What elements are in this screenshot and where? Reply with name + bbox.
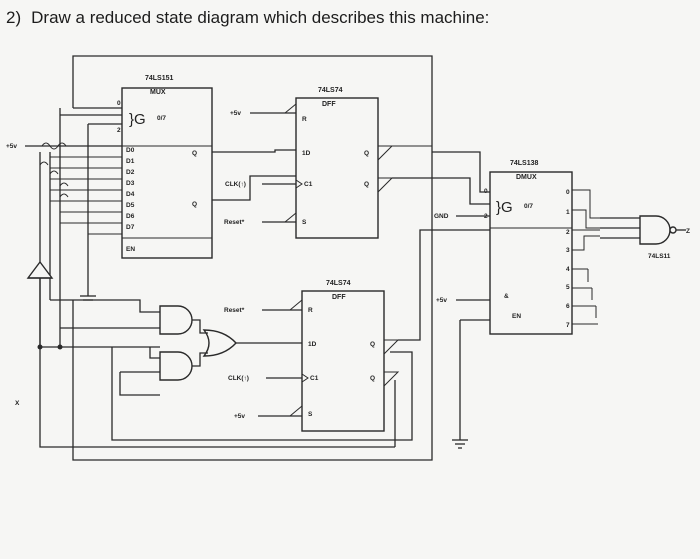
dff-top-inputs: +5v CLK(↑) Reset* <box>212 103 297 226</box>
mux-input-d1: D1 <box>126 158 135 165</box>
dmux-gnd-label: GND <box>434 213 449 220</box>
question-text: Draw a reduced state diagram which descr… <box>31 8 490 27</box>
mux-body <box>121 87 213 259</box>
dmux-vcc-label: +5v <box>436 297 447 304</box>
dff-top-q-bar: Q <box>364 181 369 188</box>
mux-ground <box>80 236 96 301</box>
dmux-g-symbol: }G <box>496 199 513 216</box>
dff-bottom-inputs: Reset* CLK(↑) +5v <box>224 299 303 420</box>
or-gate <box>202 329 237 357</box>
mux-part-label: 74LS151 <box>145 75 174 82</box>
dff-bot-clk-pin: C1 <box>310 375 319 382</box>
mux-input-d2: D2 <box>126 169 135 176</box>
dff-top-q: Q <box>364 150 369 157</box>
dff-bot-body <box>301 290 385 432</box>
dff-top-clk-pin: C1 <box>304 181 313 188</box>
dff-bot-reset-label: Reset* <box>224 307 245 314</box>
mux-input-d7: D7 <box>126 224 135 231</box>
mux-input-d0: D0 <box>126 147 135 154</box>
dff-top-reset-label: Reset* <box>224 219 245 226</box>
dmux-out-0: 0 <box>566 189 570 196</box>
mux-input-d5: D5 <box>126 202 135 209</box>
dmux-out-7: 7 <box>566 322 570 329</box>
output-z: Z <box>686 228 690 235</box>
rail-plus5v-label: +5v <box>6 143 17 150</box>
nand-74ls11: Z 74LS11 <box>600 215 690 260</box>
mux-input-d3: D3 <box>126 180 135 187</box>
mux-g-fraction: 0/7 <box>157 115 166 122</box>
dff-top-d-pin: 1D <box>302 150 311 157</box>
dmux-out-2: 2 <box>566 229 570 236</box>
dff-bot-vcc: +5v <box>234 413 245 420</box>
logic-gates <box>50 299 237 396</box>
dmux-name: DMUX <box>516 174 537 181</box>
question-number: 2) <box>6 8 22 27</box>
dff-bot-q-bar: Q <box>370 375 375 382</box>
dff-bot-q: Q <box>370 341 375 348</box>
dff-bot-name: DFF <box>332 294 346 301</box>
dff-top-name: DFF <box>322 101 336 108</box>
mux-input-d6: D6 <box>126 213 135 220</box>
mux-q-wire <box>212 149 296 153</box>
mux-g-symbol: }G <box>129 111 146 128</box>
dmux-out-1: 1 <box>566 209 570 216</box>
dff-top-clk-label: CLK(↑) <box>225 181 246 188</box>
dmux-out-3: 3 <box>566 247 570 254</box>
dff-top-body <box>295 97 379 239</box>
mux-select-wires <box>60 107 122 125</box>
question-heading: 2) Draw a reduced state diagram which des… <box>6 8 489 28</box>
input-triangle: X <box>15 260 160 407</box>
dff-top-set-pin: S <box>302 219 307 226</box>
dmux-out-6: 6 <box>566 303 570 310</box>
mux-select-0: 0 <box>117 100 121 107</box>
dmux-part: 74LS138 <box>510 160 539 167</box>
dff-top-vcc: +5v <box>230 110 241 117</box>
dff-bottom-74ls74: 74LS74 DFF R 1D C1 S Q Q <box>301 280 400 432</box>
mux-output-q-bar: Q <box>192 201 197 208</box>
and-gate-top <box>159 305 193 335</box>
dff-bot-reset-pin: R <box>308 307 313 314</box>
dff-top-74ls74: 74LS74 DFF R 1D C1 S Q Q <box>295 87 432 239</box>
dmux-out-5: 5 <box>566 284 570 291</box>
mux-output-q: Q <box>192 150 197 157</box>
dff-bot-clk-label: CLK(↑) <box>228 375 249 382</box>
mux-name-label: MUX <box>150 89 166 96</box>
dmux-74ls138: 74LS138 DMUX 0 2 }G 0/7 & EN 0 1 2 3 4 5… <box>484 160 573 335</box>
dff-top-part: 74LS74 <box>318 87 343 94</box>
mux-enable: EN <box>126 246 135 253</box>
dmux-enable: EN <box>512 313 521 320</box>
dmux-amp: & <box>504 293 509 300</box>
output-bubble <box>669 226 677 234</box>
dff-bot-part: 74LS74 <box>326 280 351 287</box>
mux-input-rail: +5v <box>6 108 122 347</box>
dff-top-reset-pin: R <box>302 116 307 123</box>
and-gate-bottom <box>159 351 193 381</box>
dmux-wiring: GND +5v <box>392 151 600 449</box>
dmux-body <box>489 171 573 335</box>
dmux-out-4: 4 <box>566 266 570 273</box>
dff-bot-set-pin: S <box>308 411 313 418</box>
dmux-g-fraction: 0/7 <box>524 203 533 210</box>
output-and-gate <box>639 215 671 245</box>
nand-part: 74LS11 <box>648 253 671 260</box>
mux-select-2: 2 <box>117 127 121 134</box>
mux-74ls151: 74LS151 MUX 0 2 }G 0/7 D0 D1 D2 D3 D4 D5… <box>117 75 213 259</box>
mux-input-d4: D4 <box>126 191 135 198</box>
input-x-label: X <box>15 400 20 407</box>
dff-bot-d-pin: 1D <box>308 341 317 348</box>
